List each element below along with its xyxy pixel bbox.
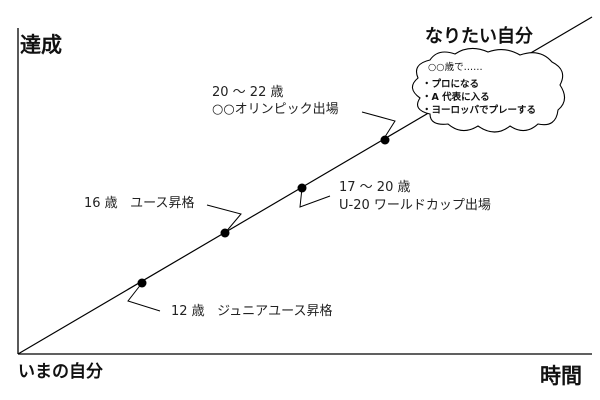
milestone-age: 16 歳 bbox=[84, 196, 118, 211]
milestone-event: ユース昇格 bbox=[130, 196, 195, 211]
leader-17 bbox=[299, 187, 331, 208]
milestone-dot bbox=[137, 278, 147, 288]
x-axis-label: 時間 bbox=[540, 364, 582, 388]
milestone-dot bbox=[297, 183, 307, 193]
cloud-heading: ○○歳で…… bbox=[428, 62, 483, 73]
milestone-12: 12 歳 ジュニアユース昇格 bbox=[171, 305, 333, 318]
milestone-17-age: 17 ～ 20 歳 bbox=[339, 180, 411, 195]
milestone-dot bbox=[220, 228, 230, 238]
cloud-item: ・ヨーロッパでプレーする bbox=[422, 105, 537, 116]
leader-16 bbox=[206, 204, 242, 234]
cloud-item: ・A 代表に入る bbox=[422, 92, 490, 103]
goal-label: なりたい自分 bbox=[425, 26, 533, 47]
milestone-dot bbox=[380, 135, 390, 145]
leader-12 bbox=[127, 282, 161, 312]
milestone-17-event: U-20 ワールドカップ出場 bbox=[339, 198, 491, 213]
leader-20 bbox=[361, 111, 396, 141]
origin-label: いまの自分 bbox=[18, 362, 103, 382]
cloud-shape bbox=[411, 47, 566, 133]
milestone-20-event: ○○オリンピック出場 bbox=[212, 102, 339, 117]
milestone-16: 16 歳 ユース昇格 bbox=[84, 197, 194, 210]
milestone-event: ジュニアユース昇格 bbox=[217, 304, 333, 319]
milestone-20-age: 20 ～ 22 歳 bbox=[212, 85, 284, 100]
milestone-age: 12 歳 bbox=[171, 304, 205, 319]
y-axis-label: 達成 bbox=[20, 33, 62, 57]
cloud-item: ・プロになる bbox=[422, 79, 480, 90]
